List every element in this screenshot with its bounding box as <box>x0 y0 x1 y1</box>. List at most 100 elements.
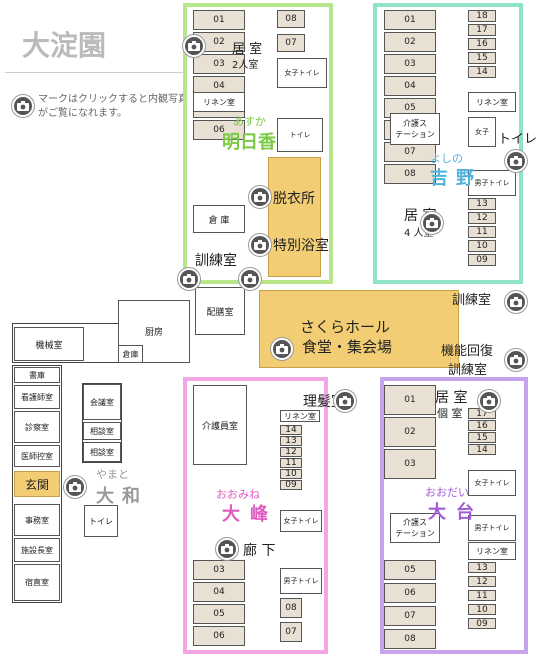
yoshino-room-03: 03 <box>384 54 436 74</box>
oodai-room-14: 14 <box>468 444 496 455</box>
oodai-kana: おおだい <box>425 486 469 499</box>
yoshino-name: 吉野 <box>430 168 482 189</box>
page-title: 大淀園 <box>22 29 107 62</box>
yamato-toilet: トイレ <box>84 505 118 537</box>
oomine-name: 大峰 <box>222 504 278 525</box>
label-bath: 特別浴室 <box>273 238 329 254</box>
yoshino-room-14: 14 <box>468 66 496 78</box>
yoshino-room-01: 01 <box>384 10 436 30</box>
machine-room: 機械室 <box>14 327 84 361</box>
nurse-room: 看護師室 <box>14 385 60 409</box>
camera-kyoshitsu-4-icon[interactable] <box>421 212 443 234</box>
camera-training-3-icon[interactable] <box>505 291 527 313</box>
storage: 倉庫 <box>118 345 143 363</box>
asuka-warehouse: 倉 庫 <box>193 205 245 233</box>
yoshino-room-09: 09 <box>468 254 496 266</box>
asuka-toilet: トイレ <box>277 118 323 152</box>
room-asuka-07: 07 <box>277 34 305 52</box>
camera-hall-icon[interactable] <box>271 338 293 360</box>
camera-dressing-icon[interactable] <box>249 186 271 208</box>
oodai-room-05: 05 <box>384 560 436 580</box>
oomine-room-13: 13 <box>280 436 302 446</box>
oodai-wing <box>380 377 528 654</box>
label-kyoshitsu-2-sub: 2人室 <box>232 60 259 71</box>
yoshino-room-11: 11 <box>468 226 496 238</box>
bath-area <box>268 157 321 277</box>
room-asuka-08: 08 <box>277 10 305 28</box>
yoshino-linen: リネン室 <box>468 92 516 112</box>
label-kyoshitsu-1-sub: 個 室 <box>437 407 463 420</box>
asuka-room-03: 03 <box>193 54 245 74</box>
yoshino-room-10: 10 <box>468 240 496 252</box>
yoshino-room-13: 13 <box>468 198 496 210</box>
legend-text: マークはクリックすると内観写真がご覧になれます。 <box>38 94 188 119</box>
label-kyoshitsu-1: 居 室 <box>435 390 468 406</box>
camera-entrance-icon[interactable] <box>64 476 86 498</box>
oodai-room-08: 08 <box>384 629 436 649</box>
yoshino-care-station: 介護ス テーション <box>390 113 440 145</box>
oodai-room-10: 10 <box>468 604 496 615</box>
yoshino-room-12: 12 <box>468 212 496 224</box>
yoshino-room-15: 15 <box>468 52 496 64</box>
oomine-room-08: 08 <box>280 598 302 618</box>
night-room: 宿直室 <box>14 564 60 601</box>
camera-corridor-icon[interactable] <box>216 538 238 560</box>
yoshino-room-04: 04 <box>384 76 436 96</box>
oodai-room-03: 03 <box>384 449 436 479</box>
yoshino-room-07: 07 <box>384 142 436 162</box>
oomine-room-14: 14 <box>280 425 302 435</box>
oomine-room-03: 03 <box>193 560 245 580</box>
oomine-room-10: 10 <box>280 469 302 479</box>
camera-toilet-icon[interactable] <box>505 150 527 172</box>
yoshino-men-wc: 男子トイレ <box>468 170 516 196</box>
camera-kyoshitsu-1-icon[interactable] <box>478 390 500 412</box>
oomine-kana: おおみね <box>216 488 260 501</box>
care-staff-room: 介護員室 <box>193 385 247 465</box>
yamato-kana: やまと <box>96 468 129 481</box>
label-kyoshitsu-4-sub: 4 人室 <box>404 228 434 239</box>
oomine-men-wc: 男子トイレ <box>280 568 322 594</box>
oodai-room-12: 12 <box>468 576 496 587</box>
oodai-women-wc: 女子トイレ <box>468 470 516 496</box>
oodai-room-16: 16 <box>468 420 496 431</box>
sakura-hall <box>259 290 459 368</box>
asuka-room-01: 01 <box>193 10 245 30</box>
camera-bath-icon[interactable] <box>249 234 271 256</box>
yoshino-room-08: 08 <box>384 164 436 184</box>
oodai-name: 大台 <box>428 502 484 523</box>
yoshino-room-02: 02 <box>384 32 436 52</box>
yoshino-women-wc: 女子 <box>468 117 496 147</box>
camera-training-2-icon[interactable] <box>239 268 261 290</box>
hall-purpose: 食堂・集会場 <box>302 338 393 356</box>
camera-training-1-icon[interactable] <box>178 268 200 290</box>
oomine-wing <box>183 377 328 654</box>
asuka-women-wc: 女子トイレ <box>277 58 327 88</box>
asuka-room-06: 06 <box>193 120 245 140</box>
camera-kyoshitsu-2-icon[interactable] <box>183 35 205 57</box>
oodai-room-09: 09 <box>468 618 496 629</box>
yoshino-kana: よしの <box>430 152 463 165</box>
label-toilet: トイレ <box>498 132 538 147</box>
oomine-linen: リネン室 <box>280 410 320 422</box>
yoshino-room-16: 16 <box>468 38 496 50</box>
oodai-linen: リネン室 <box>468 542 516 560</box>
hall-name: さくらホール <box>300 318 391 336</box>
oomine-room-05: 05 <box>193 604 245 624</box>
yoshino-room-17: 17 <box>468 24 496 36</box>
books-room: 書庫 <box>14 367 60 383</box>
director-room: 施設長室 <box>14 538 60 562</box>
oodai-room-07: 07 <box>384 606 436 626</box>
camera-recovery-icon[interactable] <box>505 349 527 371</box>
oomine-room-07: 07 <box>280 622 302 642</box>
asuka-linen: リネン室 <box>193 92 245 112</box>
label-corridor: 廊 下 <box>243 543 276 559</box>
label-recovery2: 訓練室 <box>448 363 488 378</box>
title-divider <box>5 72 185 73</box>
camera-barber-icon[interactable] <box>334 390 356 412</box>
oomine-room-04: 04 <box>193 582 245 602</box>
label-recovery: 機能回復 <box>441 344 494 359</box>
oodai-men-wc: 男子トイレ <box>468 515 516 541</box>
entrance: 玄関 <box>14 471 60 497</box>
label-kyoshitsu-2: 居 室 <box>232 42 263 57</box>
serving-room: 配膳室 <box>195 287 245 335</box>
